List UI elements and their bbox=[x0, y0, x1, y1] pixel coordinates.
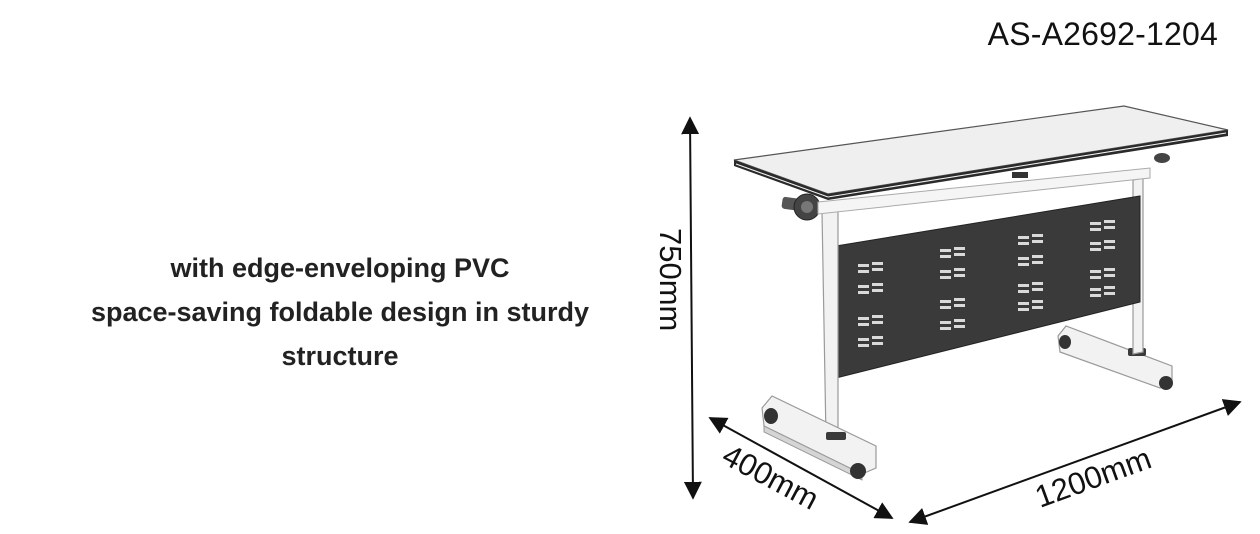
width-label: 1200mm bbox=[1030, 440, 1155, 514]
tabletop bbox=[733, 105, 1229, 200]
description-line-3: structure bbox=[281, 341, 399, 371]
product-description: with edge-enveloping PVC space-saving fo… bbox=[40, 246, 640, 378]
depth-dimension-line bbox=[708, 417, 894, 519]
folding-knob bbox=[781, 193, 821, 221]
height-label: 750mm bbox=[653, 228, 688, 331]
rear-base-foot bbox=[1057, 325, 1173, 390]
support-beam bbox=[817, 167, 1151, 215]
modesty-panel bbox=[835, 195, 1141, 379]
description-line-1: with edge-enveloping PVC bbox=[170, 253, 510, 283]
front-leg bbox=[821, 209, 839, 439]
front-base-foot bbox=[761, 395, 877, 481]
width-dimension-line bbox=[908, 399, 1242, 525]
description-line-2: space-saving foldable design in sturdy bbox=[90, 297, 590, 327]
height-dimension-line bbox=[681, 116, 702, 500]
model-number: AS-A2692-1204 bbox=[987, 16, 1218, 52]
folding-table-image bbox=[733, 105, 1229, 481]
